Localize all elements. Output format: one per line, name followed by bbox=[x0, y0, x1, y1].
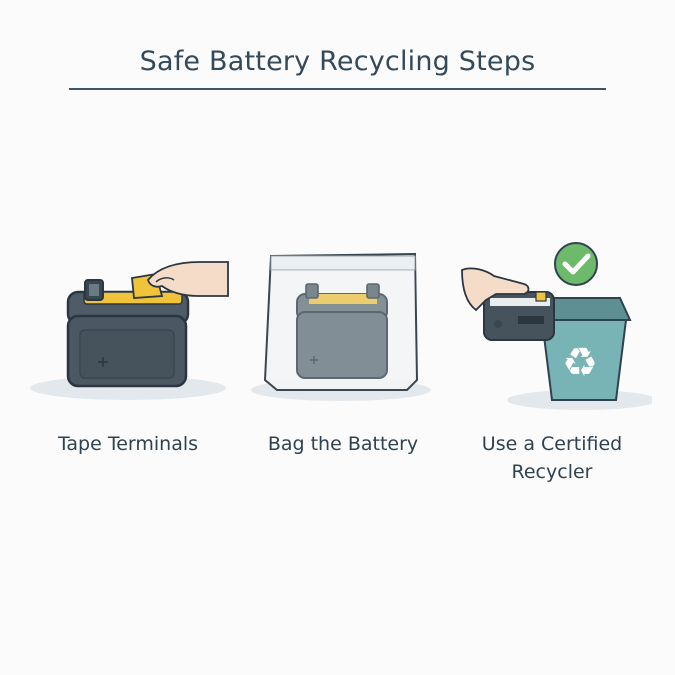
step-label-line1: Use a Certified bbox=[481, 433, 623, 455]
step-label-line2: Recycler bbox=[511, 461, 593, 483]
step-label: Tape Terminals bbox=[57, 433, 199, 455]
recycle-bin-icon: ♻ bbox=[461, 242, 652, 410]
step-bag-battery: Bag the Battery bbox=[243, 240, 443, 500]
step-label: Use a Certified Recycler bbox=[452, 430, 652, 486]
bagged-battery-icon bbox=[251, 252, 431, 401]
step-certified-recycler: ♻ Use a Certified Recycler bbox=[452, 240, 652, 500]
battery-taping-icon bbox=[30, 261, 229, 400]
checkmark-icon bbox=[554, 242, 598, 286]
title-underline bbox=[69, 88, 606, 90]
svg-text:♻: ♻ bbox=[562, 340, 598, 386]
step-tape-terminals: Tape Terminals bbox=[28, 240, 229, 500]
step-label: Bag the Battery bbox=[267, 433, 419, 455]
page-title: Safe Battery Recycling Steps bbox=[139, 46, 536, 77]
